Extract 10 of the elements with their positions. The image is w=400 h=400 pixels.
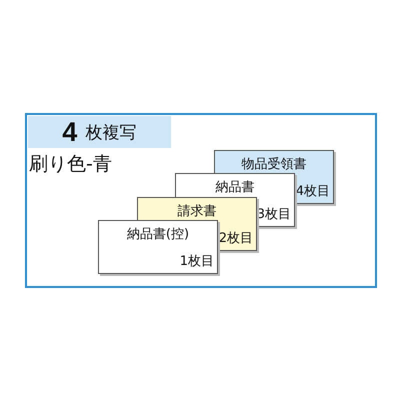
sheet-title: 納品書(控)	[126, 226, 190, 243]
header-tab: 4 枚複写	[28, 116, 171, 148]
sheet-number: 2枚目	[218, 230, 253, 247]
print-color-text: 刷り色-青	[29, 152, 112, 177]
sheet-number: 4枚目	[296, 183, 330, 200]
sheet-title: 請求書	[176, 203, 218, 220]
form-sheet	[98, 220, 218, 274]
sheet-title: 納品書	[214, 179, 256, 196]
sheet-number: 1枚目	[180, 253, 214, 270]
sheet-title: 物品受領書	[240, 156, 308, 173]
